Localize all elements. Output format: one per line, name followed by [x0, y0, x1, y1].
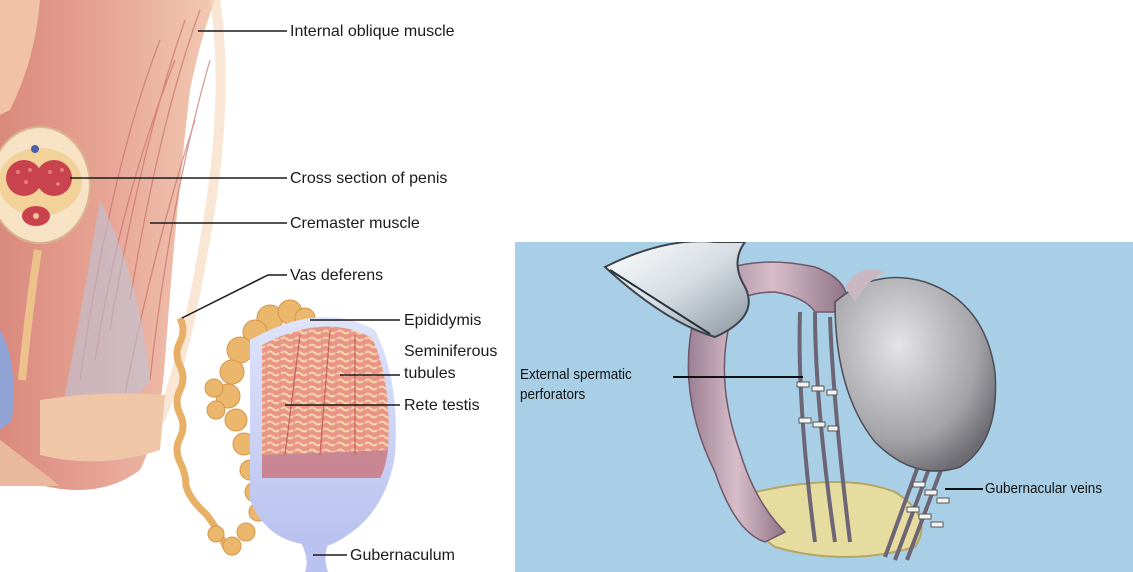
label-cross-section-of-penis: Cross section of penis — [290, 169, 447, 188]
label-gubernaculum: Gubernaculum — [350, 546, 455, 565]
label-gubernacular-veins: Gubernacular veins — [985, 480, 1102, 498]
label-cremaster-muscle: Cremaster muscle — [290, 214, 420, 233]
label-vas-deferens: Vas deferens — [290, 266, 383, 285]
spermatic-veins-diagram: External spermatic perforators Gubernacu… — [515, 242, 1133, 572]
testis-anatomy-diagram: Internal oblique muscle Cross section of… — [0, 0, 515, 572]
testis-anatomy-illustration — [0, 0, 515, 572]
label-perforators: perforators — [520, 386, 585, 404]
label-rete-testis: Rete testis — [404, 396, 480, 415]
label-internal-oblique-muscle: Internal oblique muscle — [290, 22, 455, 41]
spermatic-veins-illustration — [515, 242, 1133, 572]
label-external-spermatic: External spermatic — [520, 366, 632, 384]
label-tubules: tubules — [404, 364, 456, 383]
label-seminiferous: Seminiferous — [404, 342, 497, 361]
label-epididymis: Epididymis — [404, 311, 481, 330]
